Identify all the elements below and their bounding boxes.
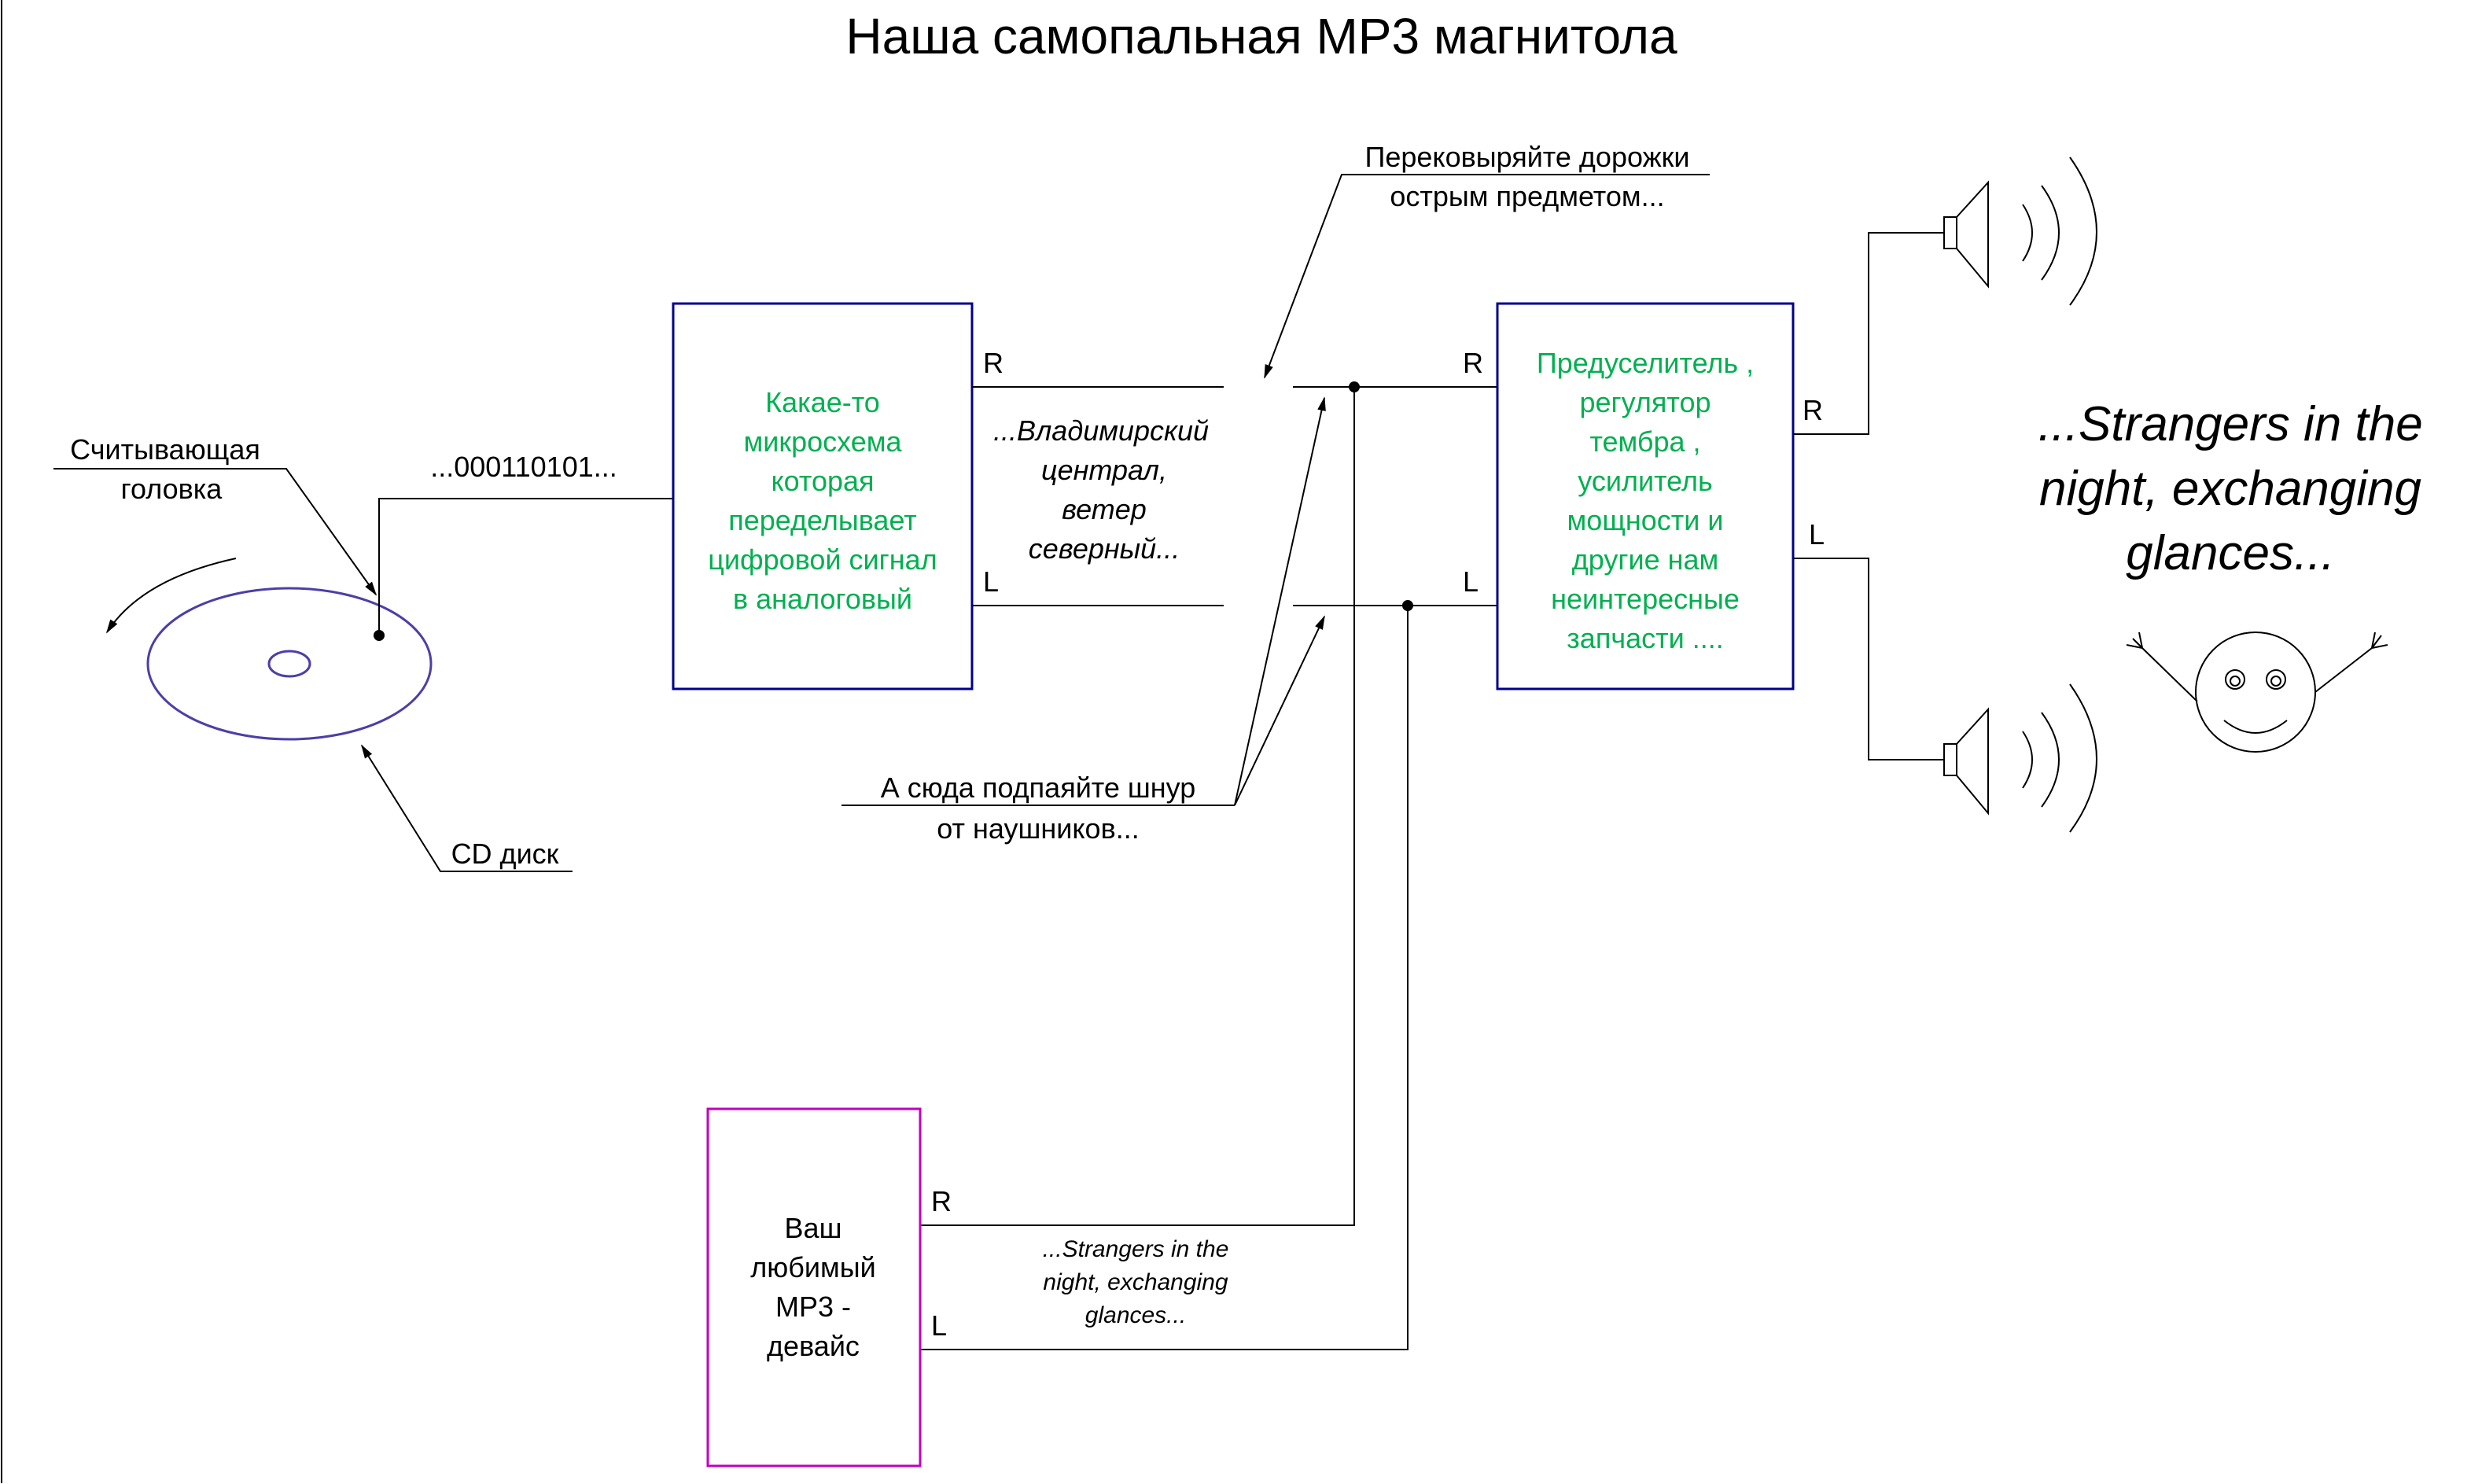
page-title: Наша самопальная MP3 магнитола [845, 8, 1677, 64]
dac-line: переделывает [728, 504, 917, 536]
mp3-line: любимый [750, 1251, 875, 1283]
dac-line: микросхема [743, 425, 902, 458]
cd-label: CD диск [451, 838, 559, 870]
speaker-icon [1943, 157, 2097, 306]
head-leader [53, 468, 377, 596]
mp3-line: MP3 - [775, 1291, 851, 1323]
cd-leader [361, 744, 573, 872]
mp3-device-block [706, 1107, 922, 1467]
amp-in-l-label: L [1463, 565, 1479, 598]
amp-line: другие нам [1572, 543, 1719, 576]
rotation-arrow-icon [106, 558, 237, 634]
song-small-line: night, exchanging [1043, 1269, 1228, 1295]
chanson-line: централ, [1041, 454, 1167, 486]
smiley-icon [2126, 632, 2388, 753]
amp-block [1496, 302, 1795, 690]
dac-line: которая [771, 465, 874, 497]
amp-line: Предуселитель , [1537, 347, 1754, 379]
speaker-l-wire [1793, 558, 1944, 760]
head-label-line2: головка [121, 473, 223, 505]
song-quote-large: ...Strangers in the night, exchanging gl… [2038, 397, 2422, 580]
song-line: ...Strangers in the [2038, 397, 2422, 451]
song-line: glances... [2126, 526, 2334, 580]
cd-disk [146, 587, 433, 741]
scratch-leader [1264, 174, 1710, 379]
dac-text: Какае-то микросхема которая переделывает… [708, 386, 937, 615]
song-small-line: glances... [1085, 1302, 1186, 1328]
dac-line: в аналоговый [733, 583, 912, 615]
chanson-line: ...Владимирский [993, 414, 1209, 447]
amp-line: мощности и [1567, 504, 1723, 536]
head-label-line1: Считывающая [70, 433, 260, 466]
mp3-l-label: L [931, 1309, 947, 1342]
scratch-note-line1: Перековыряйте дорожки [1364, 141, 1689, 173]
speaker-icon [1943, 683, 2097, 833]
mp3-r-label: R [931, 1185, 952, 1217]
amp-line: регулятор [1579, 386, 1711, 418]
dac-line: Какае-то [765, 386, 880, 418]
solder-note-line1: А сюда подпаяйте шнур [881, 771, 1196, 804]
amp-line: тембра , [1589, 425, 1700, 458]
song-line: night, exchanging [2039, 462, 2421, 516]
amp-out-l-label: L [1809, 518, 1825, 551]
dac-r-label: R [983, 347, 1003, 379]
amp-in-r-label: R [1463, 347, 1483, 379]
chanson-line: ветер [1062, 493, 1147, 525]
amp-line: запчасти .... [1567, 622, 1723, 654]
chanson-line: северный... [1029, 532, 1180, 565]
dac-l-label: L [983, 565, 999, 598]
solder-leader-l [1234, 615, 1325, 806]
mp3-text: Ваш любимый MP3 - девайс [750, 1212, 875, 1362]
song-quote-small: ...Strangers in the night, exchanging gl… [1043, 1236, 1229, 1328]
song-small-line: ...Strangers in the [1043, 1236, 1229, 1262]
dac-line: цифровой сигнал [708, 543, 937, 576]
amp-out-r-label: R [1803, 394, 1823, 426]
mp3-r-wire [920, 387, 1355, 1226]
data-line [378, 498, 673, 635]
amp-line: неинтересные [1551, 583, 1740, 615]
chanson-note: ...Владимирский централ, ветер северный.… [993, 414, 1209, 565]
amp-text: Предуселитель , регулятор тембра , усили… [1537, 347, 1754, 654]
amp-line: усилитель [1578, 465, 1713, 497]
solder-leader-r [1234, 396, 1326, 806]
mp3-l-wire [920, 606, 1409, 1350]
mp3-line: Ваш [785, 1212, 842, 1244]
scratch-note-line2: острым предметом... [1390, 180, 1664, 212]
bits-label: ...000110101... [430, 451, 617, 483]
solder-note-line2: от наушников... [937, 812, 1139, 845]
dac-block [672, 302, 974, 690]
speaker-r-wire [1793, 232, 1944, 435]
mp3-line: девайс [767, 1330, 860, 1362]
